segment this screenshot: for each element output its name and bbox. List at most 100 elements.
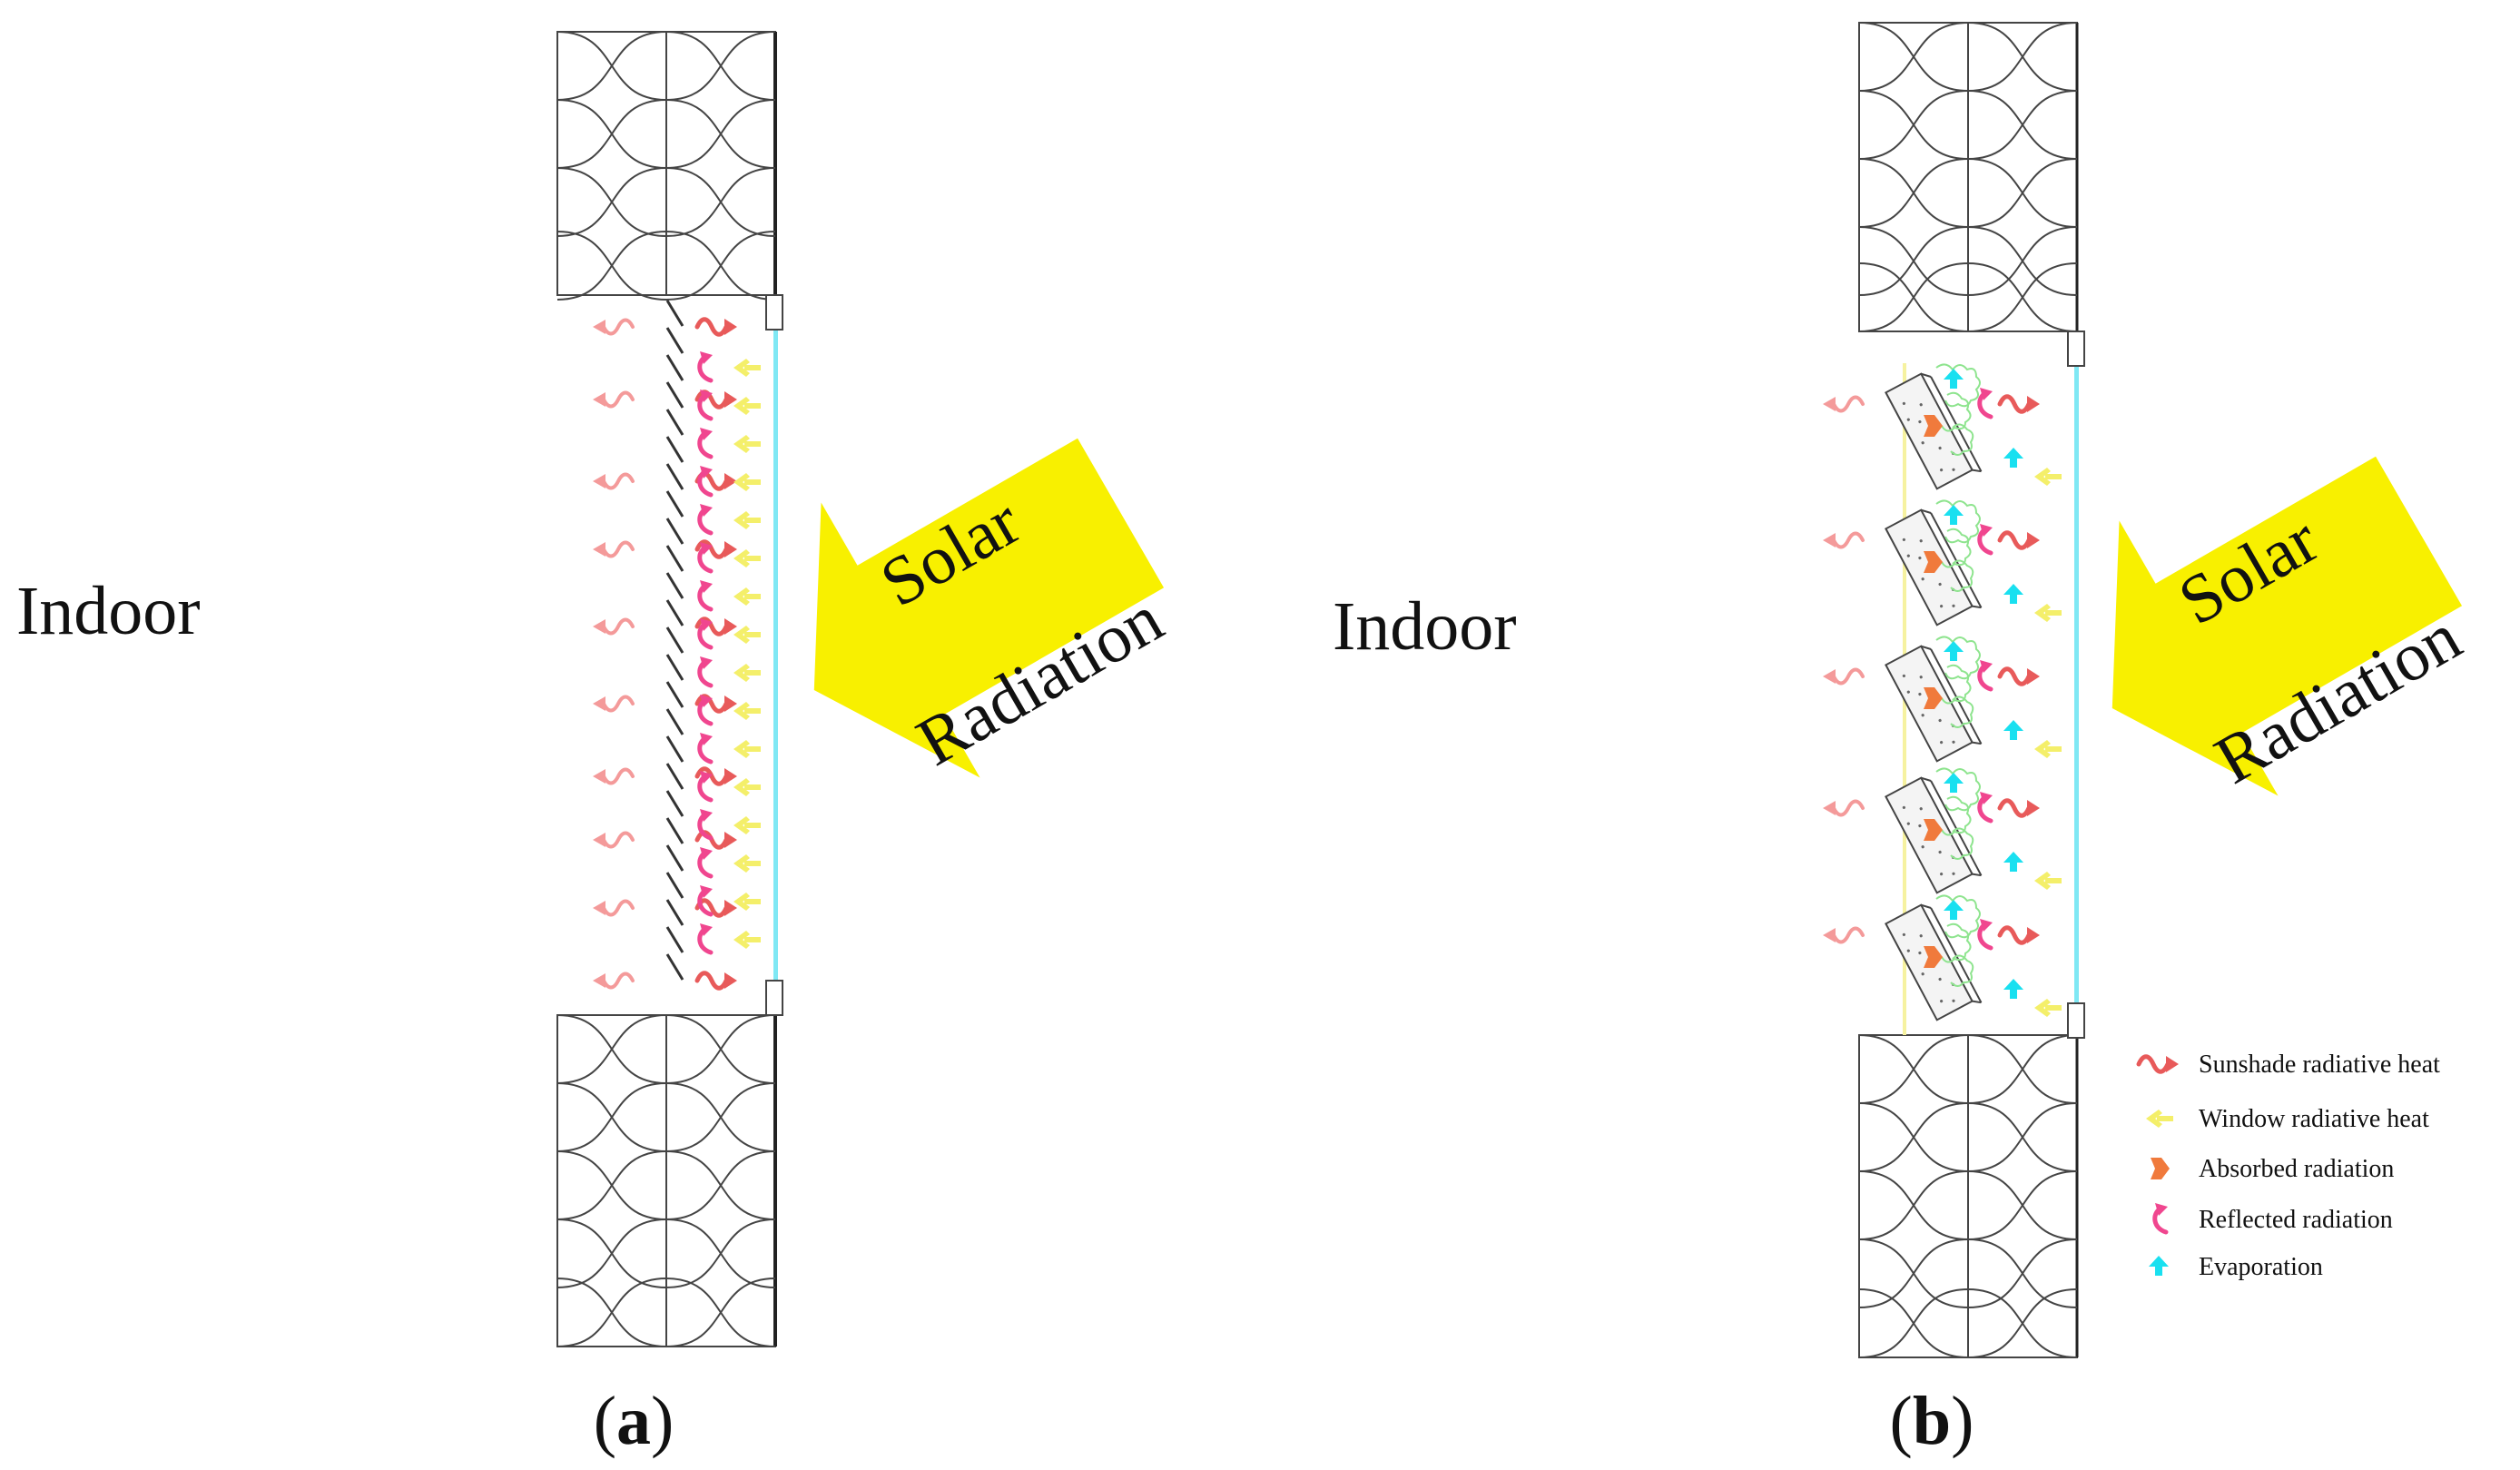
- legend-label-evaporation: Evaporation: [2199, 1253, 2323, 1281]
- indoor-radiation-wave-icon: [591, 831, 635, 849]
- solar-radiation-arrow-a: [813, 438, 1165, 778]
- reflected-radiation-icon: [1980, 388, 1993, 417]
- window-frame-bottom-b: [2067, 1002, 2085, 1039]
- absorbed-arrow-icon: [2151, 1158, 2170, 1179]
- window-radiative-heat-icon: [733, 511, 761, 529]
- indoor-radiation-wave-icon: [591, 695, 635, 713]
- window-radiative-heat-icon: [2034, 604, 2062, 622]
- blind-slat: [665, 872, 684, 899]
- evaporation-icon: [2003, 852, 2023, 872]
- window-radiative-heat-icon: [733, 626, 761, 644]
- upper-wall-b: [1858, 22, 2079, 332]
- blind-slat: [665, 844, 684, 872]
- sunshade-radiative-heat-icon: [2000, 668, 2040, 685]
- window-radiative-heat-icon: [733, 359, 761, 377]
- caption-b: (b): [1890, 1383, 1974, 1459]
- reflected-radiation-icon: [1980, 660, 1993, 689]
- indoor-label-a: Indoor: [16, 573, 201, 649]
- window-radiative-heat-icon: [733, 397, 761, 415]
- reflected-radiation-icon: [1980, 919, 1993, 948]
- blind-slat: [665, 953, 684, 981]
- evaporation-icon: [1944, 773, 1964, 793]
- indoor-radiation-wave-icon: [1821, 395, 1865, 413]
- up-arrow-icon: [2149, 1256, 2169, 1276]
- window-glass-b: [2074, 363, 2079, 1008]
- window-radiative-heat-icon: [733, 816, 761, 834]
- panel-b: Solar Radiation Indoor (b) Sunshade radi…: [1333, 22, 2473, 1459]
- indoor-radiation-wave-icon: [1821, 926, 1865, 944]
- blind-slat: [665, 681, 684, 708]
- reflected-radiation-icon: [700, 580, 713, 609]
- window-radiative-heat-icon: [733, 664, 761, 682]
- blind-slat: [665, 545, 684, 572]
- upper-wall-a: [556, 31, 777, 301]
- evaporation-icon: [2003, 979, 2023, 999]
- legend-label-absorbed: Absorbed radiation: [2199, 1155, 2394, 1183]
- window-frame-top-b: [2067, 331, 2085, 367]
- reflected-radiation-icon: [700, 733, 713, 762]
- blind-slat: [665, 763, 684, 790]
- evaporation-icon: [1944, 641, 1964, 661]
- reflected-radiation-icon: [700, 656, 713, 686]
- reflected-radiation-icon: [1980, 524, 1993, 553]
- evaporation-icon: [2003, 584, 2023, 604]
- window-radiative-heat-icon: [733, 854, 761, 873]
- solar-radiation-arrow-b: [2111, 456, 2463, 796]
- window-glass-a: [773, 327, 778, 981]
- window-frame-bottom-a: [765, 980, 783, 1016]
- blind-slat: [665, 708, 684, 735]
- evaporation-icon: [2003, 720, 2023, 740]
- sunshade-radiative-heat-icon: [2000, 927, 2040, 943]
- window-radiative-heat-icon: [2034, 999, 2062, 1017]
- blind-slat: [665, 654, 684, 681]
- indoor-radiation-wave-icon: [1821, 799, 1865, 817]
- blind-slat: [665, 926, 684, 953]
- reflected-radiation-icon: [700, 618, 713, 647]
- blind-slat: [665, 490, 684, 518]
- blind-slat: [665, 817, 684, 844]
- curved-arrow-icon: [2155, 1203, 2168, 1232]
- indoor-radiation-wave-icon: [591, 972, 635, 990]
- sunshade-radiative-heat-icon: [2000, 532, 2040, 548]
- reflected-radiation-icon: [700, 771, 713, 800]
- reflected-radiation-icon: [700, 428, 713, 457]
- blind-slat: [665, 572, 684, 599]
- evaporation-icon: [1944, 900, 1964, 920]
- lower-wall-a: [556, 1014, 777, 1347]
- reflected-radiation-icon: [700, 847, 713, 876]
- window-radiative-heat-icon: [733, 549, 761, 567]
- sunshade-radiative-heat-icon: [2000, 800, 2040, 816]
- evaporation-icon: [2003, 448, 2023, 468]
- indoor-radiation-wave-icon: [591, 540, 635, 558]
- indoor-radiation-wave-icon: [591, 472, 635, 490]
- blind-slat: [665, 354, 684, 381]
- reflected-radiation-icon: [700, 390, 713, 419]
- blind-slat: [665, 599, 684, 626]
- window-radiative-heat-icon: [2034, 740, 2062, 758]
- panel-a: Solar Radiation Indoor (a): [16, 31, 1175, 1459]
- window-radiative-heat-icon: [2034, 872, 2062, 890]
- window-radiative-heat-icon: [733, 702, 761, 720]
- blind-slat: [665, 327, 684, 354]
- lower-wall-b: [1858, 1034, 2079, 1358]
- blind-slat: [665, 409, 684, 436]
- window-radiative-heat-icon: [733, 473, 761, 491]
- indoor-label-b: Indoor: [1333, 588, 1517, 665]
- evaporation-icon: [1944, 505, 1964, 525]
- indoor-radiation-wave-icon: [591, 617, 635, 636]
- sunshade-blinds-a: [665, 300, 684, 981]
- indoor-radiation-wave-icon: [591, 899, 635, 917]
- blind-slat: [665, 463, 684, 490]
- legend-label-reflected: Reflected radiation: [2199, 1206, 2393, 1234]
- reflected-radiation-icon: [700, 695, 713, 724]
- sunshade-radiative-heat-icon: [697, 319, 737, 335]
- wavy-arrow-icon: [2139, 1056, 2179, 1072]
- blind-slat: [665, 518, 684, 545]
- reflected-radiation-icon: [700, 923, 713, 952]
- window-radiative-heat-icon: [733, 435, 761, 453]
- blind-slat: [665, 436, 684, 463]
- window-radiative-heat-icon: [2034, 468, 2062, 486]
- sunshade-radiative-heat-icon: [697, 972, 737, 989]
